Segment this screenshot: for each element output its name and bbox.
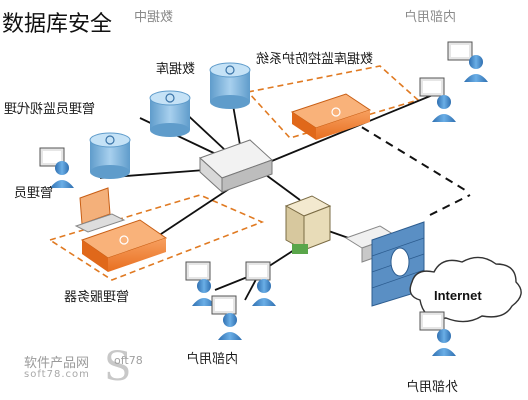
- admin-monitor-label: 管理员监视代理: [4, 102, 96, 117]
- internal-user-bottom-label: 内部用户: [186, 352, 239, 367]
- internal-user-top-label: 内部用户: [404, 10, 457, 25]
- monitor-appliance-icon: [290, 93, 372, 140]
- monitor-zone-top: [246, 65, 420, 139]
- faint-top-label: 数据中: [134, 10, 174, 25]
- page-title: 数据库安全: [2, 12, 113, 37]
- database-icon: [89, 62, 251, 179]
- watermark-s-logo: S: [104, 344, 132, 390]
- monitor-system-label: 数据库监控防护系统: [256, 52, 374, 67]
- laptop-icon: [74, 187, 126, 233]
- watermark-s-sub: oft78: [114, 354, 143, 367]
- database-label: 数据库: [156, 62, 196, 77]
- external-user-label: 外部用户: [406, 380, 459, 395]
- monitor-zone-left: [48, 194, 265, 281]
- internet-label: Internet: [434, 288, 482, 303]
- internet-cloud-icon: [409, 256, 522, 323]
- admin-server-icon: [80, 219, 168, 272]
- admin-label: 管理员: [14, 186, 54, 201]
- admin-server-label: 管理服务器: [64, 290, 130, 305]
- watermark-cn: 软件产品网: [24, 356, 90, 371]
- user-icon: [39, 41, 488, 356]
- watermark-en: soft78.com: [24, 369, 90, 380]
- server-icon: [284, 195, 332, 254]
- switch-icon: [199, 139, 273, 194]
